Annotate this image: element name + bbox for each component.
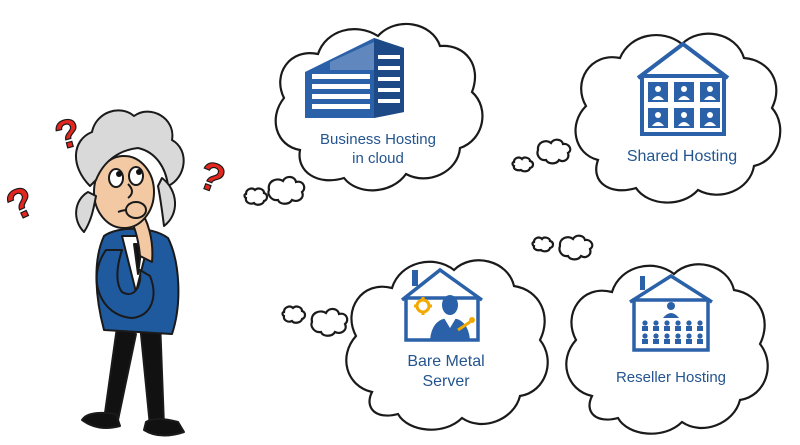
business-hosting-label-line2: in cloud — [352, 150, 404, 167]
server-admin-house-icon — [400, 267, 484, 342]
bare-metal-label-line1: Bare Metal — [407, 353, 484, 370]
thought-trail-shared — [511, 138, 572, 173]
shared-hosting-label: Shared Hosting — [627, 148, 737, 165]
thinking-man-cartoon — [75, 109, 185, 437]
thought-trail-business — [243, 175, 306, 206]
thought-trail-reseller — [531, 234, 594, 261]
business-hosting-label-line1: Business Hosting — [320, 131, 436, 148]
question-mark-icon: ? — [193, 153, 231, 203]
cloud-bare-metal-server: Bare Metal Server — [345, 259, 549, 431]
apartment-house-icon — [636, 41, 730, 136]
cloud-reseller-hosting: Reseller Hosting — [565, 263, 769, 435]
office-building-icon — [305, 38, 404, 118]
cloud-business-hosting: Business Hosting in cloud — [274, 22, 484, 192]
cloud-shared-hosting: Shared Hosting — [574, 32, 782, 204]
bare-metal-label-line2: Server — [422, 373, 470, 390]
reseller-hosting-label: Reseller Hosting — [616, 369, 726, 386]
question-mark-icon: ? — [0, 176, 42, 229]
reseller-office-icon — [629, 273, 713, 352]
thought-trail-baremetal — [281, 305, 349, 337]
